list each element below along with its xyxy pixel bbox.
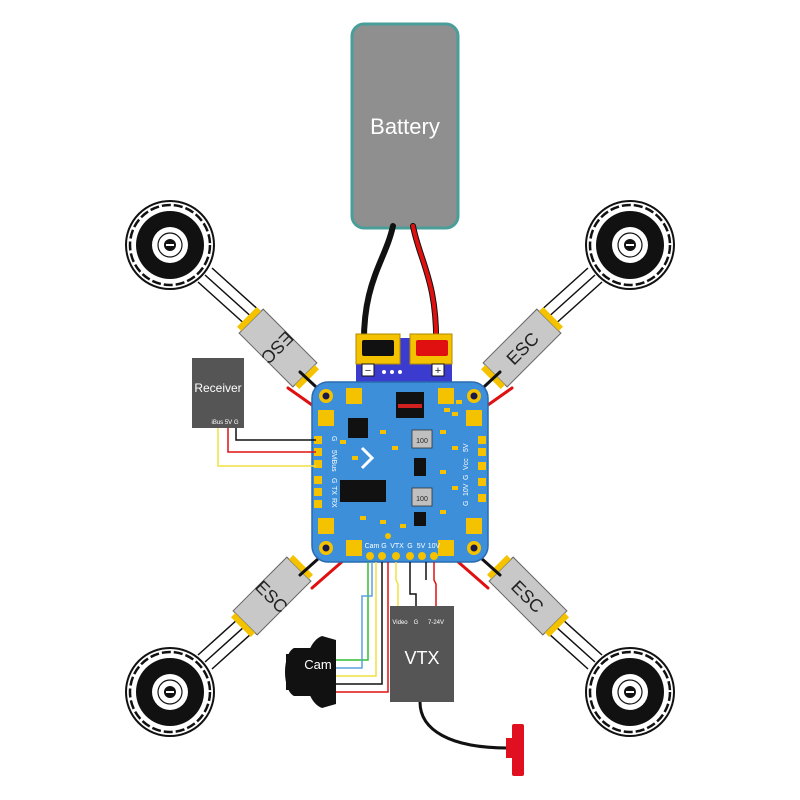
fc-right-pad-label-2: G: [463, 475, 470, 480]
fc-right-pad-label-4: G: [463, 501, 470, 506]
fc-right-pad-label-3: 10V: [463, 483, 470, 496]
battery-black-lead: [360, 223, 396, 353]
chip-label-2: 100: [416, 496, 428, 503]
receiver-label: Receiver: [194, 381, 241, 395]
vtx-pin-label-1: G: [414, 620, 419, 626]
vtx: VTX Video G 7-24V: [390, 606, 454, 702]
receiver: Receiver iBus 5V G: [192, 358, 244, 428]
fc-left-pad-label-1: 5V: [330, 450, 337, 459]
fc-left-pad-label-3: G: [330, 478, 337, 483]
fc-left-pad-label-2: iBus: [330, 458, 337, 472]
fc-left-pad-label-5: RX: [330, 498, 337, 508]
fc-right-pad-label-0: 5V: [463, 443, 470, 452]
motor-bottom-left: [124, 646, 216, 738]
camera: Cam: [285, 636, 336, 708]
vtx-pin-label-0: Video: [392, 620, 408, 626]
fc-left-pad-label-0: G: [330, 436, 337, 441]
motor-bottom-right: [584, 646, 676, 738]
battery: Battery: [350, 22, 460, 230]
fc-left-pad-label-4: TX: [330, 486, 337, 495]
vtx-wires: [395, 562, 437, 606]
fc-bottom-pad-label-4: 5V: [417, 543, 426, 550]
motor-top-right: [584, 199, 676, 291]
fc-right-pad-label-1: Vcc: [463, 458, 470, 470]
esc-bottom-left: ESC: [230, 554, 314, 638]
esc-top-right: ESC: [480, 306, 564, 390]
minus-label: −: [365, 365, 371, 377]
flight-controller: 100 100 G 5V iBus G TX RX: [311, 381, 489, 563]
chip-label: 100: [416, 438, 428, 445]
battery-label: Battery: [370, 114, 440, 139]
fc-bottom-pad-label-1: G: [381, 543, 386, 550]
power-connector: − +: [355, 333, 453, 382]
receiver-pins-label: iBus 5V G: [211, 420, 238, 426]
fc-bottom-pad-label-3: G: [407, 543, 412, 550]
cam-label: Cam: [304, 657, 331, 672]
fc-bottom-pad-label-0: Cam: [365, 543, 380, 550]
receiver-wires: [217, 428, 316, 467]
vtx-antenna: [418, 701, 524, 776]
motor-top-left: [124, 199, 216, 291]
fc-bottom-pad-label-2: VTX: [390, 543, 404, 550]
vtx-label: VTX: [404, 648, 439, 668]
vtx-pin-label-2: 7-24V: [428, 620, 444, 626]
camera-wires: [336, 562, 389, 693]
plus-label: +: [435, 365, 441, 377]
fc-bottom-pad-label-5: 10V: [428, 543, 441, 550]
esc-bottom-right: ESC: [486, 554, 570, 638]
